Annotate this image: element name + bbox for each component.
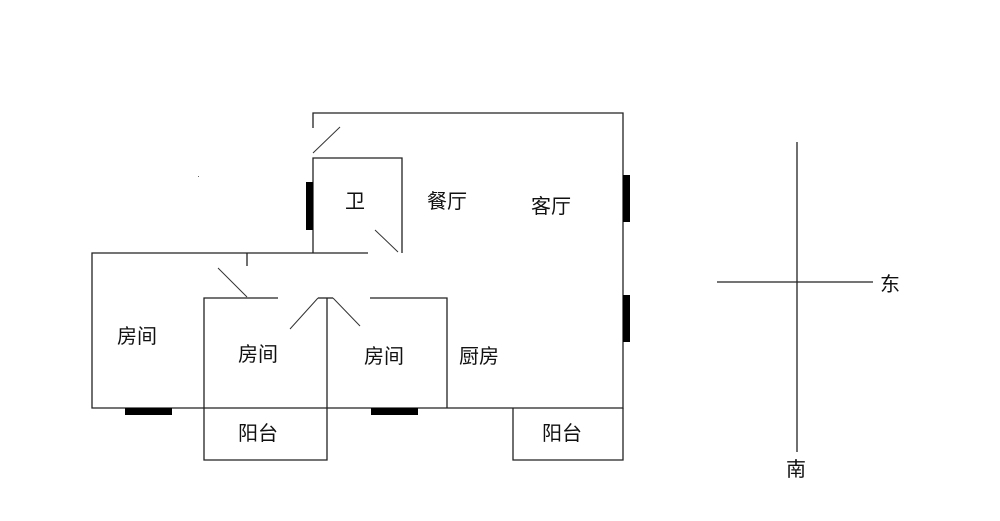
compass-south-label: 南 [786, 457, 806, 481]
window-bedroom-3 [371, 408, 418, 415]
label-bedroom-3: 房间 [364, 344, 404, 368]
window-living-1 [623, 175, 630, 222]
bedroom-2-wall [203, 297, 278, 408]
label-bedroom-2: 房间 [238, 342, 278, 366]
dot-mark [198, 176, 199, 177]
label-dining-room: 餐厅 [427, 189, 467, 213]
balcony-2-wall [512, 408, 624, 461]
room-labels: 卫 餐厅 客厅 房间 房间 房间 厨房 阳台 阳台 [117, 189, 582, 445]
bedroom-3-wall [370, 297, 448, 408]
window-living-2 [623, 295, 630, 342]
window-bedroom-1 [125, 408, 172, 415]
window-bathroom [306, 182, 313, 230]
label-balcony-2: 阳台 [542, 421, 582, 445]
label-living-room: 客厅 [531, 194, 571, 218]
walls [91, 112, 624, 461]
label-bedroom-1: 房间 [117, 324, 157, 348]
balcony-1-wall [203, 408, 328, 461]
windows [125, 175, 630, 415]
doors [217, 126, 399, 330]
bathroom-door [374, 229, 399, 253]
label-kitchen: 厨房 [459, 344, 499, 368]
compass-east-label: 东 [880, 272, 900, 296]
bedroom-2-door [289, 297, 319, 330]
compass: 东 南 [717, 142, 900, 481]
bedroom-1-door [217, 267, 248, 298]
bedroom-3-door [332, 297, 361, 327]
entrance-door [312, 126, 341, 154]
label-bathroom: 卫 [345, 189, 365, 213]
outer-wall [91, 112, 624, 409]
label-balcony-1: 阳台 [238, 421, 278, 445]
